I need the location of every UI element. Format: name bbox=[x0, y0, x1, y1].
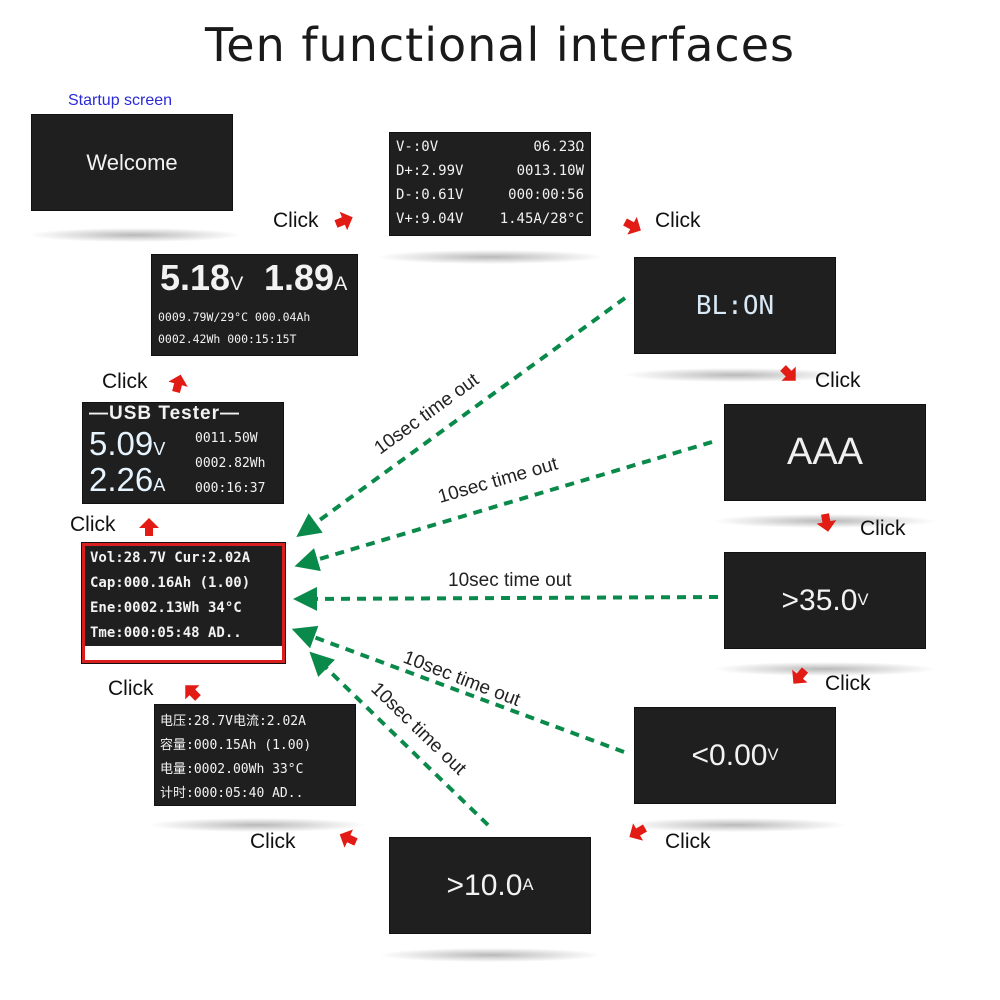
click-label: Click bbox=[825, 672, 871, 695]
chinese-capacity: 容量:000.15Ah (1.00) bbox=[160, 738, 312, 753]
aaa-screen: AAA bbox=[725, 405, 925, 500]
usb-tester-voltage: 5.09 bbox=[89, 425, 154, 462]
click-arrow-icon bbox=[816, 513, 837, 532]
chinese-energy: 电量:0002.00Wh 33°C bbox=[160, 762, 304, 777]
click-label: Click bbox=[102, 370, 148, 393]
click-arrow-icon bbox=[629, 823, 647, 841]
big-va-screen: 5.18V 1.89A 0009.79W/29°C 000.04Ah 0002.… bbox=[152, 255, 357, 355]
timeout-label: 10sec time out bbox=[367, 678, 471, 779]
big-va-voltage: 5.18 bbox=[160, 257, 231, 298]
data-d-minus: D-:0.61V bbox=[396, 187, 464, 203]
welcome-screen: Welcome bbox=[32, 115, 232, 210]
click-label: Click bbox=[665, 830, 711, 853]
usb-tester-energy: 0002.82Wh bbox=[195, 456, 266, 471]
click-label: Click bbox=[250, 830, 296, 853]
over-current-value: >10.0 bbox=[446, 868, 523, 902]
click-label: Click bbox=[108, 677, 154, 700]
click-arrow-icon bbox=[623, 216, 641, 235]
backlight-screen: BL:ON bbox=[635, 258, 835, 353]
data-v-minus: V-:0V bbox=[396, 139, 439, 155]
usb-tester-current: 2.26 bbox=[89, 461, 154, 498]
data-lines-screen: V-:0V 06.23Ω D+:2.99V 0013.10W D-:0.61V … bbox=[390, 133, 590, 235]
click-label: Click bbox=[655, 209, 701, 232]
click-arrow-icon bbox=[334, 211, 353, 231]
startup-label: Startup screen bbox=[68, 92, 173, 109]
backlight-text: BL:ON bbox=[695, 290, 775, 321]
data-v-plus: V+:9.04V bbox=[396, 211, 464, 227]
click-arrow-icon bbox=[780, 365, 796, 381]
timeout-label: 10sec time out bbox=[436, 453, 561, 507]
click-label: Click bbox=[860, 517, 906, 540]
data-resistance: 06.23Ω bbox=[533, 139, 584, 155]
timeout-line-over-current bbox=[309, 651, 490, 827]
over-current-unit: A bbox=[522, 876, 534, 894]
click-label: Click bbox=[70, 513, 116, 536]
click-arrow-icon bbox=[339, 829, 358, 848]
big-va-voltage-unit: V bbox=[230, 273, 244, 295]
timeout-line-under-voltage bbox=[291, 625, 625, 754]
english-energy: Ene:0002.13Wh 34°C bbox=[90, 600, 242, 616]
chinese-time: 计时:000:05:40 AD.. bbox=[160, 786, 304, 801]
big-va-line-1: 0009.79W/29°C 000.04Ah bbox=[158, 310, 311, 324]
chinese-main-screen: 电压:28.7V电流:2.02A 容量:000.15Ah (1.00) 电量:0… bbox=[155, 705, 355, 805]
over-voltage-unit: V bbox=[857, 591, 869, 609]
english-time: Tme:000:05:48 AD.. bbox=[90, 625, 242, 641]
usb-tester-power: 0011.50W bbox=[195, 431, 258, 446]
timeout-label: 10sec time out bbox=[448, 570, 572, 591]
click-arrow-icon bbox=[185, 685, 201, 701]
page-title: Ten functional interfaces bbox=[205, 18, 795, 72]
welcome-text: Welcome bbox=[86, 149, 178, 175]
big-va-current-unit: A bbox=[334, 273, 348, 295]
usb-tester-screen: —USB Tester— 5.09V 2.26A 0011.50W 0002.8… bbox=[83, 403, 283, 503]
over-voltage-value: >35.0 bbox=[781, 583, 858, 617]
data-d-plus: D+:2.99V bbox=[396, 163, 464, 179]
click-label: Click bbox=[273, 209, 319, 232]
timeout-line-backlight bbox=[296, 296, 627, 538]
click-arrow-icon bbox=[792, 667, 809, 684]
big-va-line-2: 0002.42Wh 000:15:15T bbox=[158, 332, 297, 346]
usb-tester-current-unit: A bbox=[153, 475, 166, 495]
big-va-current: 1.89 bbox=[264, 257, 335, 298]
timeout-line-aaa bbox=[294, 440, 713, 572]
aaa-text: AAA bbox=[786, 431, 864, 473]
data-power: 0013.10W bbox=[516, 163, 584, 179]
under-voltage-value: <0.00 bbox=[691, 738, 768, 772]
usb-tester-voltage-unit: V bbox=[153, 439, 166, 459]
click-arrow-icon bbox=[168, 374, 188, 394]
data-current-temp: 1.45A/28°C bbox=[499, 211, 584, 227]
chinese-vol-cur: 电压:28.7V电流:2.02A bbox=[160, 714, 306, 729]
click-label: Click bbox=[815, 369, 861, 392]
english-vol-cur: Vol:28.7V Cur:2.02A bbox=[90, 550, 251, 566]
data-time: 000:00:56 bbox=[508, 187, 584, 203]
english-main-screen: Vol:28.7V Cur:2.02A Cap:000.16Ah (1.00) … bbox=[82, 543, 285, 663]
under-voltage-unit: V bbox=[767, 746, 779, 764]
usb-tester-time: 000:16:37 bbox=[195, 481, 266, 496]
timeout-line-over-voltage bbox=[293, 586, 719, 611]
timeout-label: 10sec time out bbox=[400, 647, 524, 711]
click-arrow-icon bbox=[139, 518, 159, 536]
usb-tester-header: USB Tester bbox=[109, 403, 221, 424]
english-capacity: Cap:000.16Ah (1.00) bbox=[90, 575, 251, 591]
